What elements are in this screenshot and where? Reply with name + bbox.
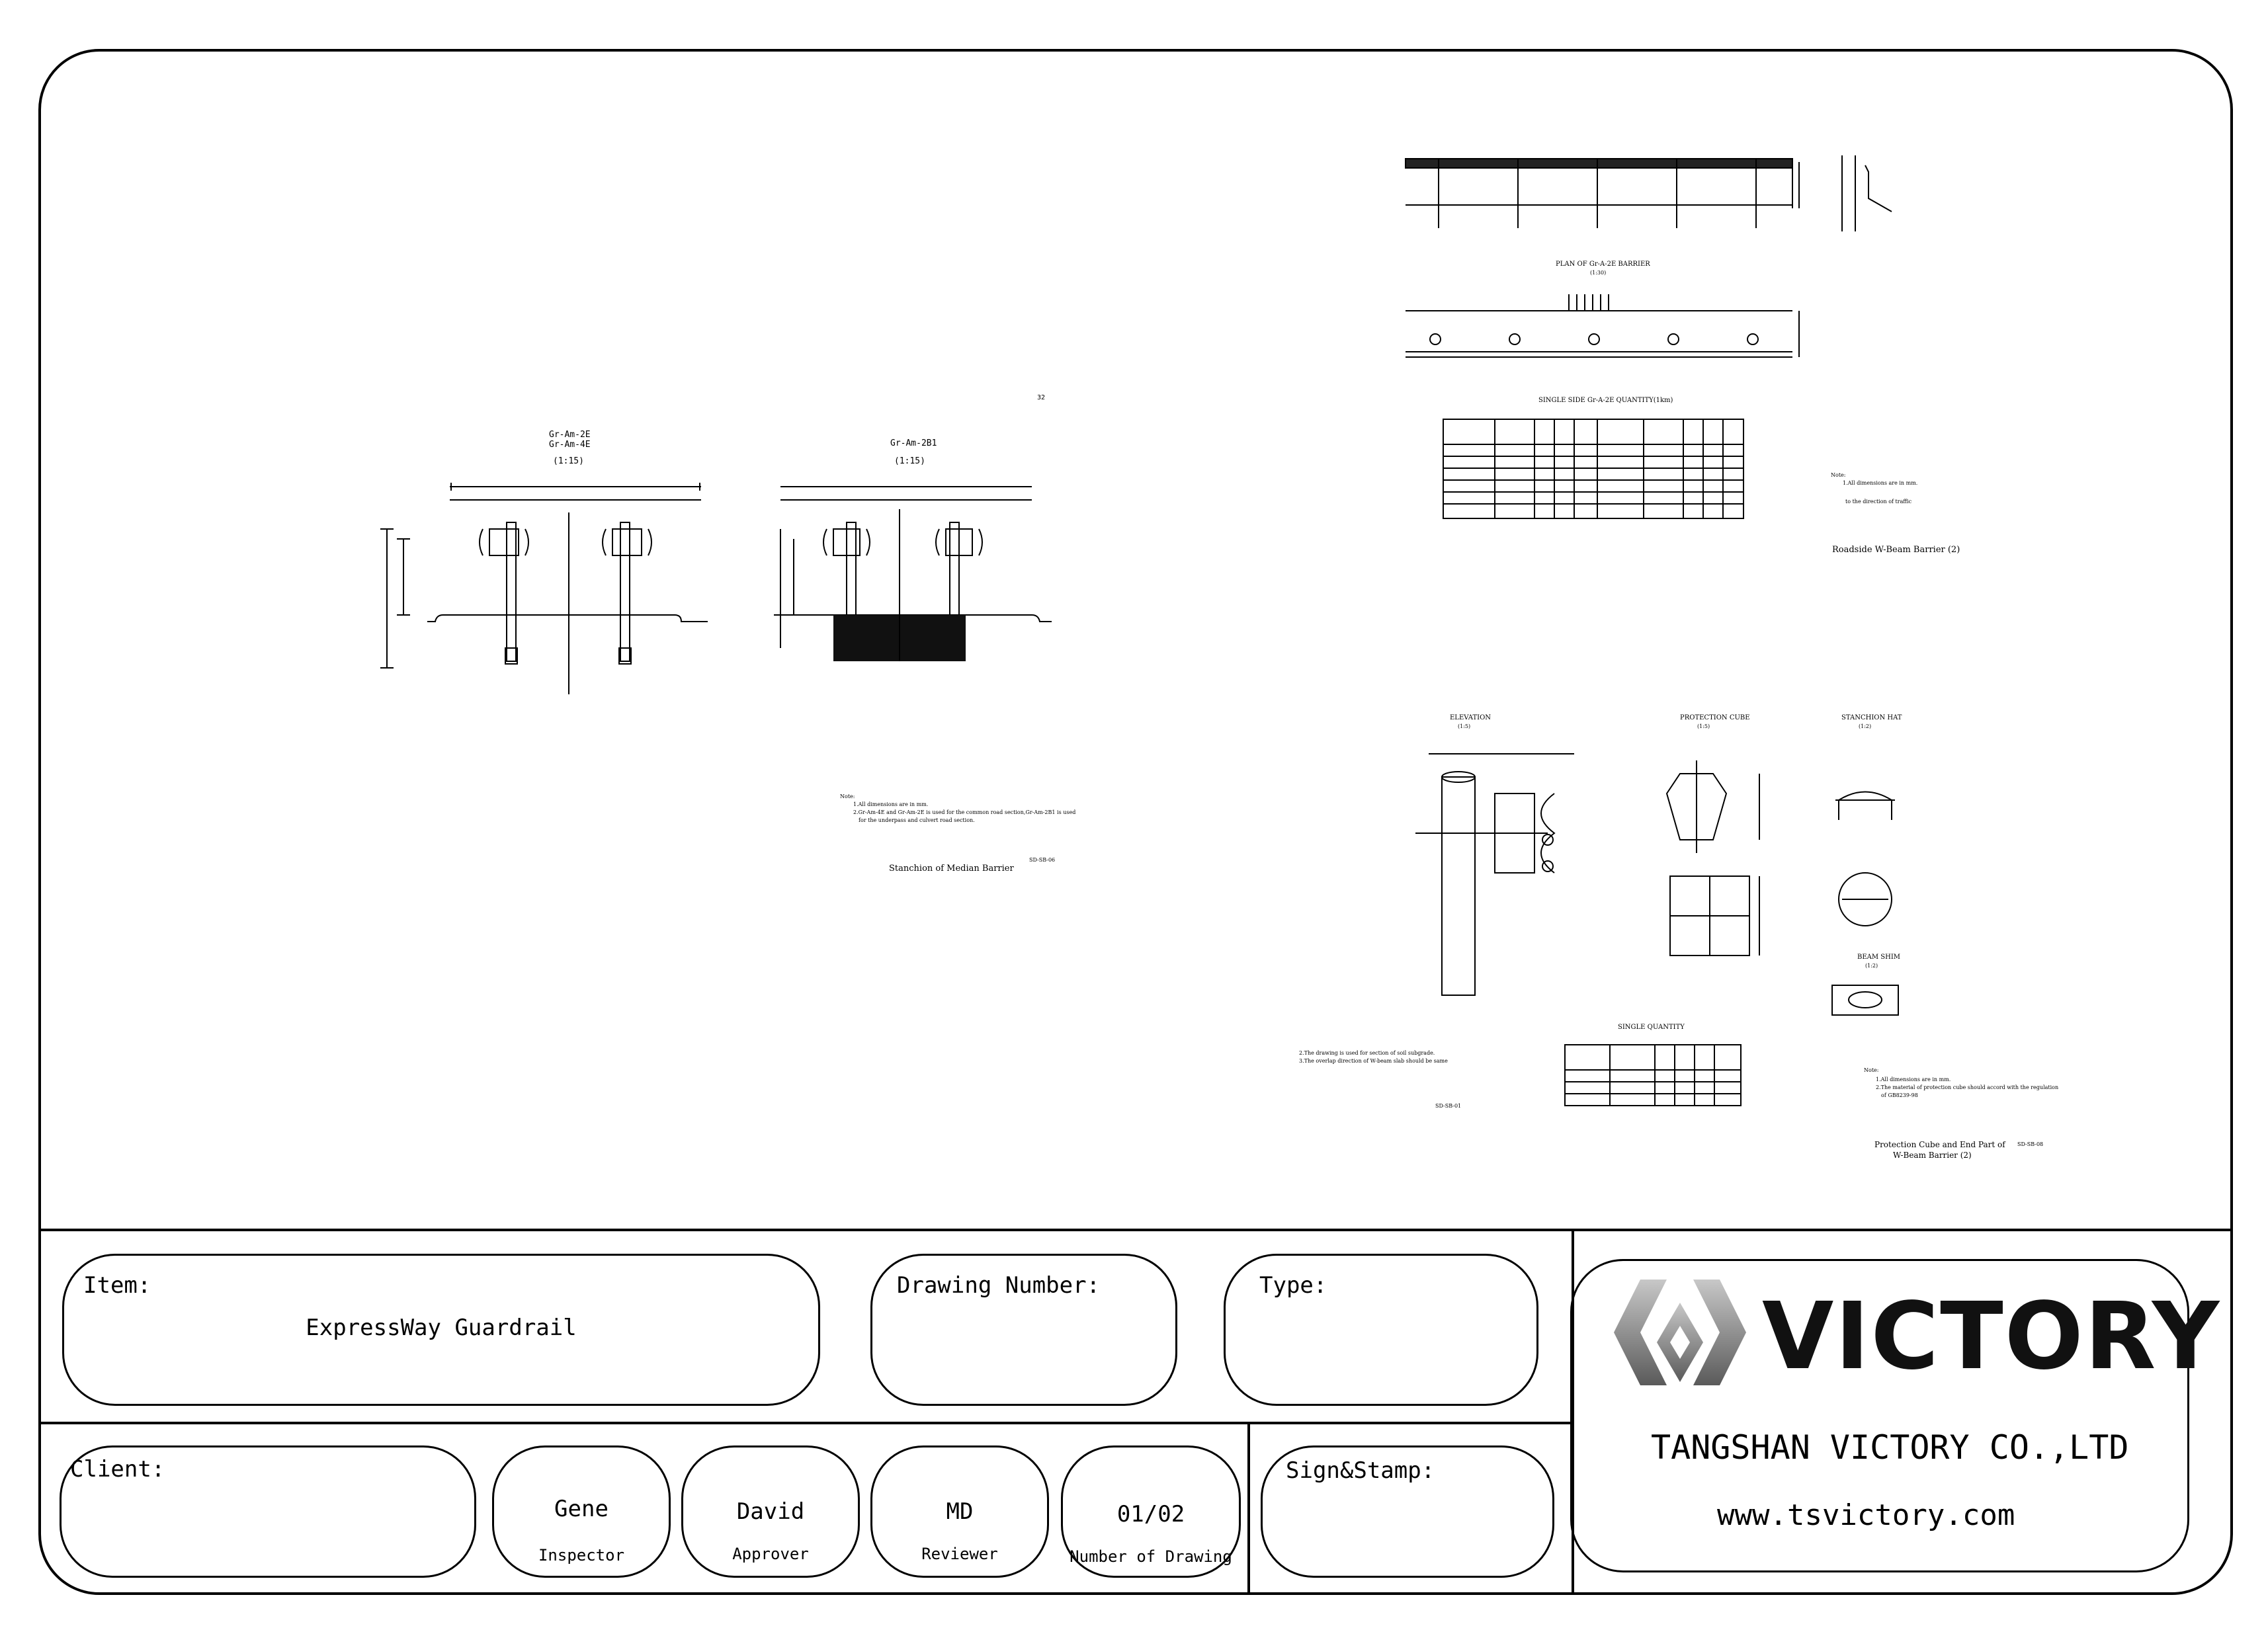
drawing-number-box [870,1254,1177,1406]
protection-cube-scale: (1:5) [1697,723,1710,729]
roadside-plan-drawing [1405,155,1892,358]
cube-code-left: SD-SB-01 [1435,1103,1462,1109]
approver-box [681,1445,860,1578]
drawing-number-label: Drawing Number: [897,1272,1101,1299]
cube-title-1: Protection Cube and End Part of [1874,1140,2005,1149]
approver-role: Approver [732,1545,809,1563]
cube-title-2: W-Beam Barrier (2) [1893,1151,1972,1160]
company-website[interactable]: www.tsvictory.com [1717,1498,2015,1532]
single-quantity-title: SINGLE QUANTITY [1618,1024,1685,1031]
elevation-scale: (1:5) [1458,723,1471,729]
cube-note-1: 1.All dimensions are in mm. [1876,1077,1951,1082]
stanchion-hat-scale: (1:2) [1859,723,1872,729]
elevation-title: ELEVATION [1450,714,1491,721]
number-of-drawing-box [1061,1445,1241,1578]
title-block-mid-line [40,1422,1573,1424]
cube-note-2: 2.The material of protection cube should… [1876,1084,2059,1090]
title-block-top-line [40,1229,2232,1231]
item-label: Item: [83,1272,151,1299]
type-box [1224,1254,1538,1406]
cube-note-left-2: 3.The overlap direction of W-beam slab s… [1299,1058,1448,1064]
roadside-title: Roadside W-Beam Barrier (2) [1832,545,1960,555]
drawing-count-label: Number of Drawing [1070,1547,1232,1566]
company-name: TANGSHAN VICTORY CO.,LTD [1651,1428,2129,1467]
roadside-note-2: to the direction of traffic [1845,499,1912,505]
cube-code: SD-SB-08 [2017,1141,2044,1147]
sign-stamp-box [1261,1445,1554,1578]
client-label: Client: [70,1456,165,1483]
roadside-note-1: 1.All dimensions are in mm. [1843,480,1918,486]
beam-shim-scale: (1:2) [1865,963,1878,969]
title-block-divider-2 [1247,1422,1250,1594]
type-label: Type: [1259,1272,1327,1299]
logo-word: VICTORY [1762,1283,2221,1391]
drawing-count: 01/02 [1116,1501,1185,1527]
cube-note-left-1: 2.The drawing is used for section of soi… [1299,1050,1435,1056]
roadside-note-head: Note: [1831,472,1846,478]
plan-scale: (1:30) [1590,270,1607,276]
reviewer-box [870,1445,1049,1578]
median-barrier-drawing [380,483,1052,694]
quantity-table-title: SINGLE SIDE Gr-A-2E QUANTITY(1km) [1538,397,1673,404]
quantity-table-2 [1564,1044,1742,1106]
inspector-role: Inspector [538,1546,625,1565]
cube-note-3: of GB8239-98 [1881,1092,1918,1098]
inspector-name: Gene [554,1496,609,1522]
protection-cube-title: PROTECTION CUBE [1680,714,1750,721]
median-label-right-1: Gr-Am-2B1 [890,438,937,448]
median-label-left-1: Gr-Am-2E [549,430,591,440]
reviewer-role: Reviewer [921,1545,998,1563]
victory-logo-icon [1614,1280,1746,1385]
reviewer-name: MD [946,1498,974,1525]
median-label-right-scale: (1:15) [894,456,925,466]
sign-stamp-label: Sign&Stamp: [1286,1457,1435,1484]
protection-cube-drawing [1415,753,1899,1016]
median-page-mark: 32 [1037,394,1046,401]
drawing-frame [38,49,2233,1595]
median-code: SD-SB-06 [1029,857,1056,863]
median-label-left-scale: (1:15) [553,456,584,466]
median-title: Stanchion of Median Barrier [889,864,1014,874]
client-box [60,1445,476,1578]
plan-title: PLAN OF Gr-A-2E BARRIER [1556,261,1650,268]
beam-shim-title: BEAM SHIM [1857,954,1901,961]
median-note-head: Note: [840,794,855,799]
inspector-box [492,1445,671,1578]
quantity-table-1 [1443,419,1744,519]
approver-name: David [736,1498,805,1525]
title-block-divider-1 [1572,1230,1574,1594]
item-value: ExpressWay Guardrail [306,1315,577,1341]
stanchion-hat-title: STANCHION HAT [1841,714,1902,721]
company-box [1570,1259,2189,1572]
median-note-2: 2.Gr-Am-4E and Gr-Am-2E is used for the … [853,809,1076,815]
item-box [62,1254,820,1406]
median-note-3: for the underpass and culvert road secti… [859,817,975,823]
cube-note-head: Note: [1864,1067,1879,1073]
median-note-1: 1.All dimensions are in mm. [853,801,929,807]
median-label-left-2: Gr-Am-4E [549,440,591,450]
